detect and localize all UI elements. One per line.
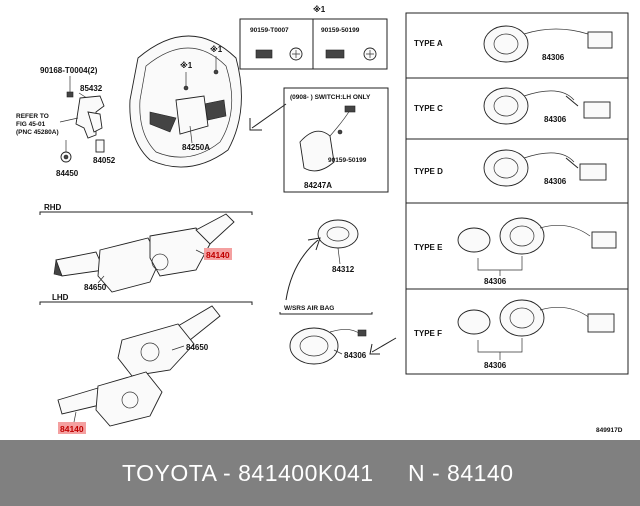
label-type-f: TYPE F <box>414 329 442 338</box>
footer-oem-number: TOYOTA - 841400K041 <box>122 459 374 486</box>
connector-type-d <box>579 163 607 181</box>
part-84052 <box>95 139 105 153</box>
connector-type-f <box>587 313 615 333</box>
screw-box: ※1 90159-T0007 90159-50199 <box>239 4 388 70</box>
spiral-cable-center: 84312 W/SRS AIR BAG 84306 <box>279 219 397 365</box>
label-84247a: 84247A <box>304 181 332 190</box>
rhd-lever-left <box>55 251 105 277</box>
label-90168-T0004: 90168-T0004(2) <box>40 66 98 75</box>
footer-pnc-number: N - 84140 <box>408 459 514 486</box>
lhd-switch-group: LHD 84650 84140 <box>39 293 253 434</box>
label-star1-wheel-b: ※1 <box>210 44 223 54</box>
arrow-84306-center <box>371 337 397 353</box>
label-84306-type-a: 84306 <box>542 53 565 62</box>
label-84650-rhd: 84650 <box>84 283 107 292</box>
label-84140-lhd: 84140 <box>60 424 84 434</box>
part-84312 <box>317 219 359 249</box>
label-lhd: LHD <box>52 293 69 302</box>
lhd-switch-lower-body <box>95 371 163 427</box>
label-84306-type-d: 84306 <box>544 177 567 186</box>
label-85432: 85432 <box>80 84 103 93</box>
switch-84247a <box>299 130 335 172</box>
rhd-switch-body <box>97 237 161 293</box>
part-number-footer: TOYOTA - 841400K041 N - 84140 <box>0 440 640 506</box>
label-srs-air-bag: W/SRS AIR BAG <box>284 305 334 312</box>
screw-a-shaft <box>255 49 273 59</box>
label-star1-wheel-a: ※1 <box>180 60 193 70</box>
label-type-a: TYPE A <box>414 39 443 48</box>
label-84140-rhd: 84140 <box>206 250 230 260</box>
label-90159-50199-a: 90159-50199 <box>321 27 360 34</box>
label-rhd: RHD <box>44 203 62 212</box>
arrow-switch-to-wheel <box>251 103 287 129</box>
label-84450: 84450 <box>56 169 79 178</box>
label-84306-type-c: 84306 <box>544 115 567 124</box>
label-84650-lhd: 84650 <box>186 343 209 352</box>
parts-diagram: 90168-T0004(2) 85432 REFER TO FIG 45-01 … <box>16 4 629 434</box>
label-type-d: TYPE D <box>414 167 443 176</box>
drawing-number: 849917D <box>596 427 623 434</box>
rhd-switch-group: RHD 84140 84650 <box>39 203 253 293</box>
type-table: TYPE A 84306 TYPE C 84306 TYPE D 84306 T… <box>405 12 629 375</box>
label-type-c: TYPE C <box>414 104 443 113</box>
label-star1-box: ※1 <box>313 4 326 14</box>
highlight-84140-rhd <box>204 248 232 260</box>
label-refer-to: REFER TO <box>16 113 49 120</box>
switch-lh-box: (0908- ) SWITCH:LH ONLY 90159-50199 8424… <box>283 87 389 193</box>
part-84306-center <box>289 327 339 365</box>
label-90159-50199-c: 90159-50199 <box>328 157 367 164</box>
column-cover-group: 90168-T0004(2) 85432 REFER TO FIG 45-01 … <box>16 66 116 178</box>
highlight-84140-lhd <box>58 422 86 434</box>
label-84250a: 84250A <box>182 143 210 152</box>
label-fig-45-01: FIG 45-01 <box>16 121 46 128</box>
steering-wheel-group: ※1 ※1 84250A <box>129 35 242 168</box>
connector-type-e <box>591 231 617 249</box>
label-type-e: TYPE E <box>414 243 443 252</box>
screw-b-shaft <box>325 49 345 59</box>
label-84306-type-e: 84306 <box>484 277 507 286</box>
label-84306-type-f: 84306 <box>484 361 507 370</box>
rhd-lever-right <box>195 213 235 245</box>
label-84306-center: 84306 <box>344 351 367 360</box>
label-84312: 84312 <box>332 265 355 274</box>
label-84052: 84052 <box>93 156 116 165</box>
arrow-84312 <box>285 239 319 301</box>
connector-type-c <box>583 101 611 119</box>
label-pnc-45280a: (PNC 45280A) <box>16 129 59 136</box>
label-switch-lh-only: (0908- ) SWITCH:LH ONLY <box>290 94 371 101</box>
lhd-switch-upper-body <box>117 323 195 377</box>
connector-type-a <box>587 31 613 49</box>
label-90159-T0007: 90159-T0007 <box>250 27 289 34</box>
